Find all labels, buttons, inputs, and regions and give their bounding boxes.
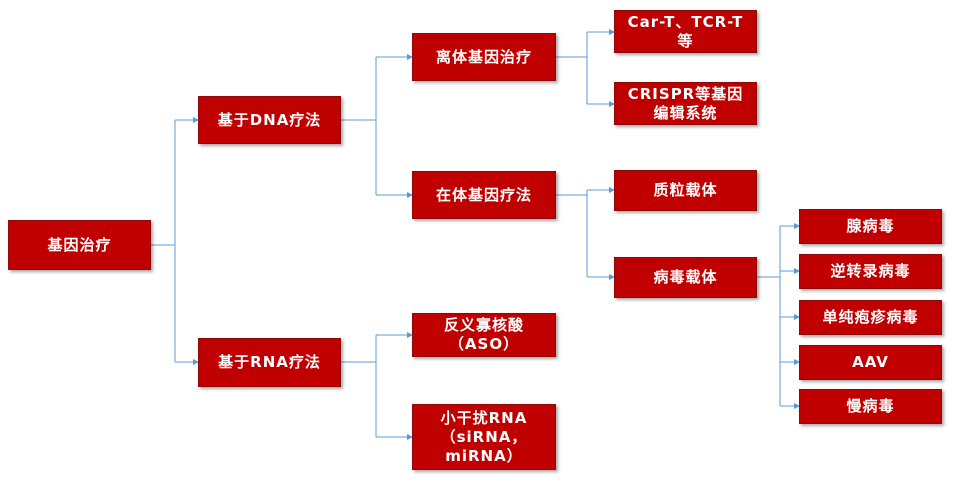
node-plasmid-vector: 质粒载体 <box>614 170 757 211</box>
node-sirna: 小干扰RNA （siRNA， miRNA） <box>412 404 556 470</box>
node-herpes-simplex-virus: 单纯疱疹病毒 <box>799 300 942 335</box>
node-rna-therapy: 基于RNA疗法 <box>198 338 341 387</box>
connector-invivo-trunk <box>556 190 588 277</box>
node-ex-vivo-therapy: 离体基因治疗 <box>412 33 556 81</box>
node-lentivirus: 慢病毒 <box>799 389 942 424</box>
connector-dna-trunk <box>341 57 377 195</box>
node-retrovirus: 逆转录病毒 <box>799 254 942 289</box>
node-in-vivo-therapy: 在体基因疗法 <box>412 171 556 219</box>
node-aso: 反义寡核酸 （ASO） <box>412 313 556 357</box>
connector-exvivo-trunk <box>556 32 588 104</box>
node-adenovirus: 腺病毒 <box>799 209 942 244</box>
node-dna-therapy: 基于DNA疗法 <box>198 96 341 144</box>
connector-root-trunk <box>151 120 176 362</box>
node-aav: AAV <box>799 345 942 380</box>
node-crispr: CRISPR等基因 编辑系统 <box>614 82 757 125</box>
node-viral-vector: 病毒载体 <box>614 257 757 298</box>
node-car-t: Car-T、TCR-T 等 <box>614 10 757 53</box>
connector-viral-trunk <box>757 226 781 406</box>
node-gene-therapy: 基因治疗 <box>8 220 151 270</box>
connector-rna-trunk <box>341 335 377 437</box>
